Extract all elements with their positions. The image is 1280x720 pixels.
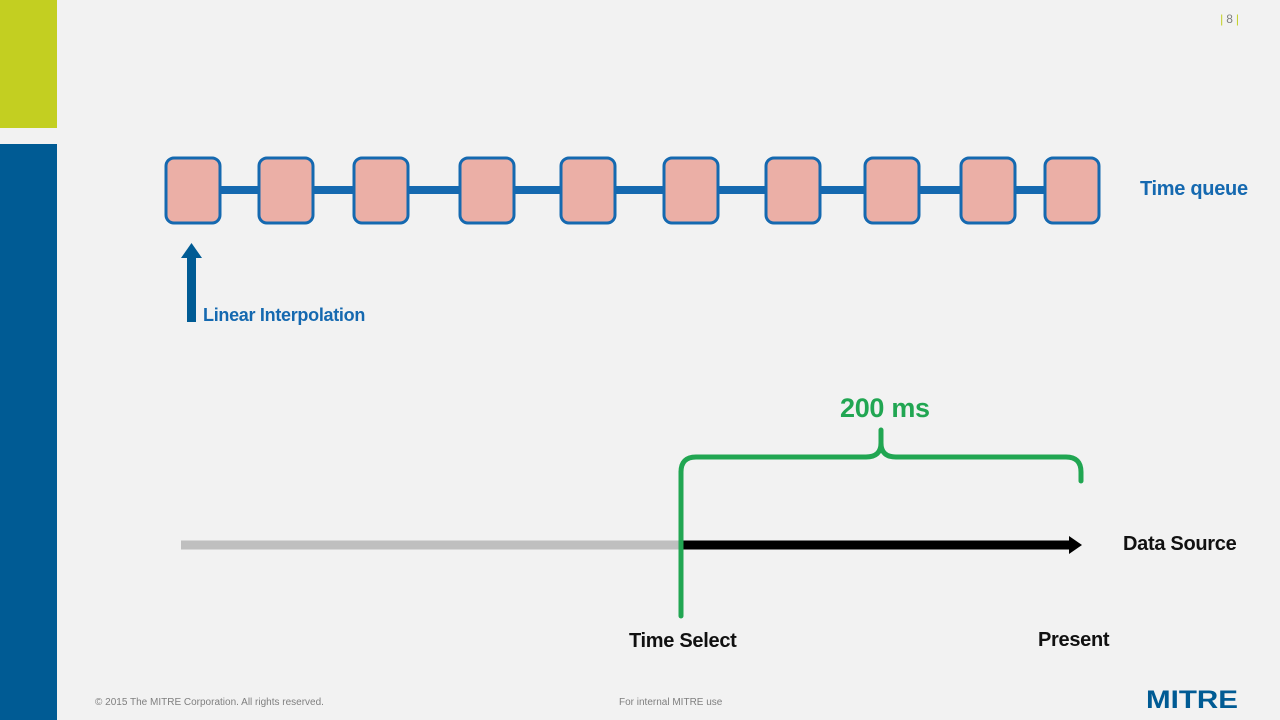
time-queue-item [559,156,617,225]
time-queue-item [863,156,921,225]
accent-bar-lime [0,0,57,128]
timeline-arrowhead [1069,536,1082,554]
page-number: |8| [1217,12,1242,26]
data-source-label: Data Source [1123,533,1237,555]
present-label: Present [1038,629,1110,651]
time-queue-label: Time queue [1140,178,1248,200]
time-queue-item [164,156,222,225]
accent-bar-blue [0,144,57,720]
time-queue-item [257,156,315,225]
time-queue-item [1043,156,1101,225]
time-queue-item [458,156,516,225]
page-number-value: 8 [1226,12,1233,26]
interpolation-label: Linear Interpolation [203,305,366,325]
mitre-logo: MITRE [1146,686,1238,712]
interval-label: 200 ms [840,393,930,423]
interval-bracket [678,427,1084,484]
time-queue-item [959,156,1017,225]
footer-copyright: © 2015 The MITRE Corporation. All rights… [95,697,324,708]
interpolation-arrow-shaft [187,258,196,322]
time-queue-item [662,156,720,225]
time-queue-item [352,156,410,225]
interpolation-arrow [181,243,202,322]
time-queue-item [764,156,822,225]
interpolation-arrow-head [181,243,202,258]
page-number-separator-left: | [1220,12,1224,26]
time-select-label: Time Select [629,630,737,652]
footer-internal-use: For internal MITRE use [619,697,723,708]
mitre-logo-text: MITRE [1146,686,1238,712]
page-number-separator-right: | [1235,12,1239,26]
time-queue-items [164,156,1101,225]
